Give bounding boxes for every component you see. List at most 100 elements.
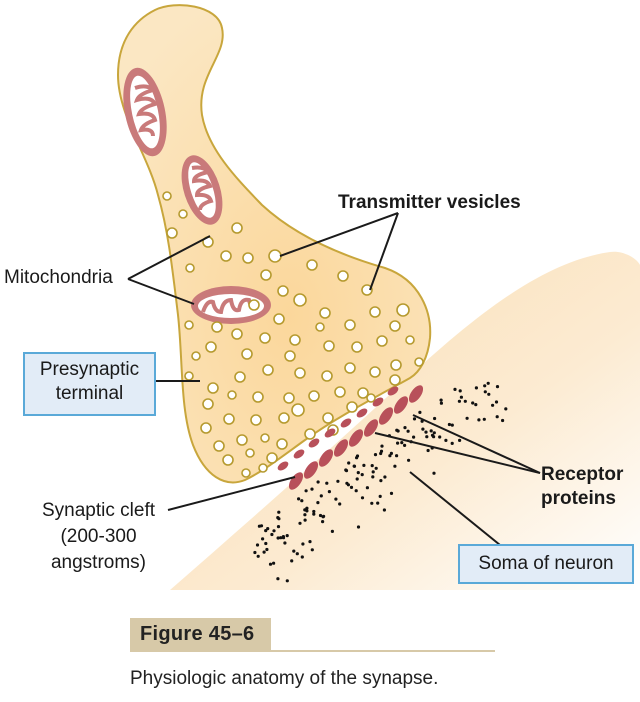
vesicle (259, 332, 271, 344)
cleft-dot (465, 416, 469, 420)
cleft-dot (318, 513, 323, 518)
vesicle (252, 391, 264, 403)
cleft-dot (495, 415, 499, 419)
cleft-dot (379, 479, 383, 483)
cleft-dot (450, 423, 454, 427)
cleft-dot (285, 579, 289, 583)
cleft-dot (262, 550, 266, 554)
leader-vesicles-1 (279, 212, 399, 257)
cleft-dot (362, 463, 366, 467)
cleft-dot (352, 464, 356, 468)
cleft-dot (270, 532, 274, 537)
cleft-dot (319, 494, 323, 498)
cleft-dot (471, 401, 475, 405)
cleft-dot (504, 407, 508, 411)
cleft-dot (374, 466, 378, 470)
cleft-dot (491, 403, 495, 407)
cleft-dot (483, 384, 487, 388)
cleft-dot (261, 537, 265, 541)
cleft-dot (349, 485, 354, 489)
receptor-proteins (277, 385, 424, 490)
vesicle (351, 341, 363, 353)
cleft-dot (338, 502, 342, 506)
vesicle (184, 320, 194, 330)
cleft-dot (396, 429, 400, 433)
cleft-dot (277, 510, 281, 514)
cleft-dot (360, 496, 365, 500)
receptor-protein (277, 461, 289, 471)
cleft-dot (370, 464, 374, 468)
vesicle (366, 393, 376, 403)
receptor-protein (408, 385, 424, 403)
vesicle (278, 412, 290, 424)
vesicle (369, 306, 381, 318)
vesicle (414, 357, 424, 367)
presynaptic-terminal-label-line2: terminal (55, 383, 124, 404)
cleft-dot (406, 429, 410, 433)
leader-mitochondria-2 (127, 278, 195, 305)
cleft-dot (477, 418, 481, 422)
cleft-dot (303, 513, 307, 517)
vesicle (306, 259, 318, 271)
cleft-dot (290, 559, 294, 563)
cleft-dot (355, 477, 359, 481)
leader-soma (409, 471, 501, 546)
synaptic-cleft-label-line2: (200-300 (60, 526, 137, 547)
cleft-dot (474, 386, 478, 390)
vesicle (258, 463, 268, 473)
cleft-dot (264, 529, 268, 533)
vesicle (389, 320, 401, 332)
vesicle (260, 433, 270, 443)
vesicle (260, 269, 272, 281)
vesicle (262, 364, 274, 376)
cleft-dot (354, 489, 358, 493)
cleft-dot (334, 497, 338, 501)
vesicle (369, 366, 381, 378)
leader-vesicles-2 (369, 212, 399, 291)
vesicle (241, 468, 251, 478)
cleft-dot (463, 399, 467, 403)
cleft-dot (421, 427, 425, 431)
cleft-dot (424, 430, 428, 434)
vesicle (389, 374, 401, 386)
cleft-dot (370, 501, 374, 505)
vesicle (322, 412, 334, 424)
soma-label-box: Soma of neuron (458, 544, 634, 584)
vesicle (242, 252, 254, 264)
cleft-dot (316, 501, 320, 505)
cleft-dot (355, 456, 359, 460)
receptor-protein (356, 408, 368, 418)
mitochondria-label: Mitochondria (4, 267, 113, 288)
cleft-dot (501, 418, 505, 423)
synaptic-cleft-dots (253, 381, 508, 583)
cleft-dot (429, 429, 433, 433)
vesicle (276, 438, 288, 450)
cleft-dot (300, 555, 304, 559)
cleft-dot (285, 534, 289, 538)
cleft-dot (330, 529, 334, 534)
vesicle (315, 322, 325, 332)
cleft-dot (371, 470, 375, 474)
receptor-protein (387, 386, 399, 396)
cleft-dot (308, 540, 312, 544)
cleft-dot (458, 389, 462, 393)
transmitter-vesicles-label: Transmitter vesicles (338, 192, 521, 213)
cleft-dot (297, 497, 301, 501)
figure-rule (130, 650, 495, 652)
cleft-dot (277, 517, 281, 521)
synaptic-cleft-label: Synaptic cleft (200-300 angstroms) (42, 498, 155, 576)
vesicle (346, 401, 358, 413)
receptor-protein (372, 397, 384, 407)
vesicle (334, 386, 346, 398)
cleft-dot (412, 435, 416, 439)
cleft-dot (396, 441, 400, 445)
cleft-dot (432, 435, 436, 439)
cleft-dot (253, 550, 257, 555)
vesicle (222, 454, 234, 466)
vesicle (185, 263, 195, 273)
cleft-dot (312, 509, 316, 514)
cleft-dot (276, 536, 280, 540)
vesicle (277, 285, 289, 297)
vesicle (289, 334, 301, 346)
